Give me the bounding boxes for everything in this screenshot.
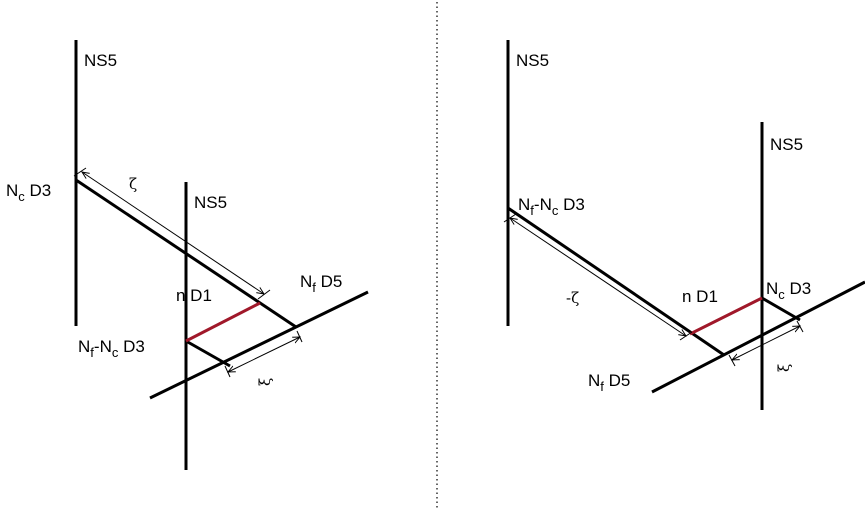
minus-zeta-label-right: -ζ <box>566 289 579 307</box>
zeta-tick-b <box>257 289 271 300</box>
nf-d5-label-left: Nf D5 <box>300 272 342 295</box>
minus-zeta-tick-a <box>503 213 517 223</box>
xi-arrow-right <box>732 326 800 360</box>
xi-label-left: ξ <box>256 378 274 386</box>
n-d1-brane-right <box>689 296 763 336</box>
nf-d5-label-right: Nf D5 <box>588 371 630 394</box>
xi-tick-d <box>796 320 804 333</box>
left-panel: NS5 NS5 Nc D3 ζ Nf D5 n D1 Nf-Nc D3 ξ <box>6 40 369 470</box>
zeta-tick-a <box>73 167 87 177</box>
nf-nc-d3-label-left: Nf-Nc D3 <box>78 337 145 360</box>
ns5-label-right-top: NS5 <box>516 51 549 70</box>
zeta-arrow-left <box>82 172 264 294</box>
right-panel: NS5 NS5 Nf-Nc D3 -ζ n D1 Nc D3 Nf D5 ξ <box>503 40 865 410</box>
n-d1-brane-left <box>185 301 261 343</box>
nc-d3-brane-right <box>761 296 801 322</box>
ns5-label-right-mid: NS5 <box>770 135 803 154</box>
minus-zeta-tick-b <box>679 331 693 341</box>
n-d1-label-right: n D1 <box>682 287 718 306</box>
nc-d3-label-left: Nc D3 <box>6 181 51 204</box>
minus-zeta-arrow-right <box>510 218 686 336</box>
zeta-label-left: ζ <box>129 175 137 193</box>
xi-tick-a <box>224 365 231 378</box>
ns5-label-left-mid: NS5 <box>194 193 227 212</box>
nc-d3-label-right: Nc D3 <box>766 279 811 302</box>
xi-arrow-left <box>228 337 300 372</box>
xi-label-right: ξ <box>775 364 793 372</box>
nf-nc-d3-label-right: Nf-Nc D3 <box>518 195 585 218</box>
ns5-label-left-top: NS5 <box>84 51 117 70</box>
n-d1-label-left: n D1 <box>176 286 212 305</box>
xi-tick-c <box>728 354 736 367</box>
xi-tick-b <box>296 330 303 343</box>
